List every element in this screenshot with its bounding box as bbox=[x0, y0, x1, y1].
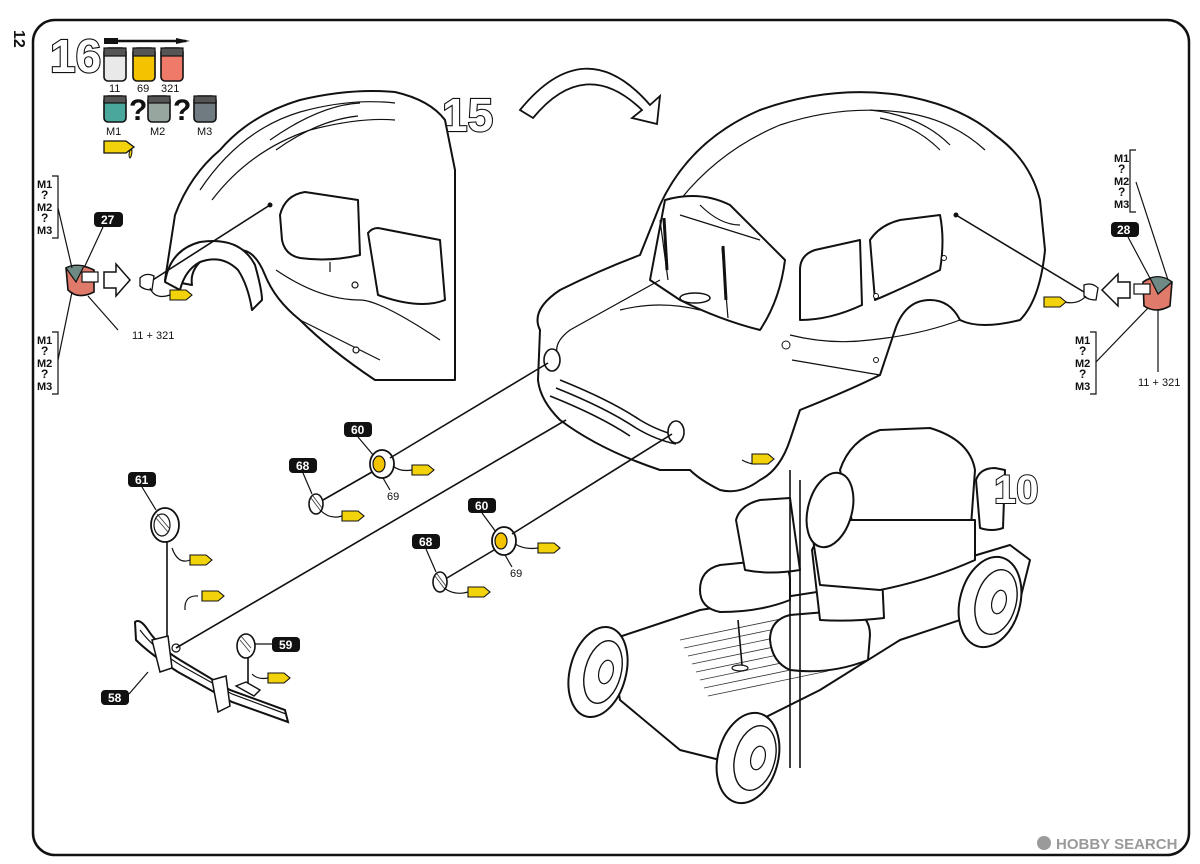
lamp-color-left: 11 + 321 bbox=[132, 330, 174, 342]
svg-text:58: 58 bbox=[108, 691, 122, 705]
callout-ll-4: M3 bbox=[37, 381, 52, 393]
front-side-window bbox=[367, 227, 446, 305]
wheel-rear-left bbox=[805, 471, 855, 549]
callout-ll-1: ? bbox=[41, 344, 48, 358]
rotate-arrow-icon bbox=[518, 67, 662, 126]
paint-pot-m2 bbox=[147, 95, 171, 123]
rim-color-upper: 69 bbox=[387, 491, 399, 503]
paint-pot-321 bbox=[160, 47, 184, 82]
car-body-front-view bbox=[536, 91, 1046, 493]
headlight-socket-left bbox=[543, 348, 561, 372]
callout-ll-0: M1 bbox=[37, 335, 52, 347]
paint-code-m1: M1 bbox=[106, 126, 121, 138]
callout-rl-3: ? bbox=[1079, 367, 1086, 381]
svg-text:27: 27 bbox=[101, 213, 115, 227]
callout-ru-1: ? bbox=[1118, 162, 1125, 176]
insert-arrow-left-icon bbox=[103, 262, 131, 298]
callout-ru-2: M2 bbox=[1114, 176, 1129, 188]
tail-lamp-28 bbox=[1133, 276, 1173, 311]
part-60-upper-badge: 60 bbox=[344, 422, 372, 437]
paint-code-11: 11 bbox=[109, 83, 120, 95]
callout-rl-4: M3 bbox=[1075, 381, 1090, 393]
part-68-lower-badge: 68 bbox=[412, 534, 440, 549]
callout-lu-3: ? bbox=[41, 211, 48, 225]
step-ref-10: 10 bbox=[994, 468, 1039, 512]
wheel-front-right bbox=[715, 711, 781, 805]
callout-ru-3: ? bbox=[1118, 185, 1125, 199]
paint-pot-69 bbox=[132, 47, 156, 82]
svg-text:28: 28 bbox=[1117, 223, 1131, 237]
part-60-lower-badge: 60 bbox=[468, 498, 496, 513]
callout-ru-0: M1 bbox=[1114, 153, 1129, 165]
part-68-upper-badge: 68 bbox=[289, 458, 317, 473]
callout-lu-0: M1 bbox=[37, 179, 52, 191]
glue-tube-icon bbox=[103, 140, 136, 159]
callout-rl-1: ? bbox=[1079, 344, 1086, 358]
step-number: 16 bbox=[50, 30, 101, 82]
page-frame bbox=[31, 18, 1191, 857]
part-61-badge: 61 bbox=[128, 472, 156, 487]
callout-lu-2: M2 bbox=[37, 202, 52, 214]
watermark: HOBBY SEARCH bbox=[1037, 836, 1177, 853]
leader-lamp-left bbox=[147, 204, 271, 284]
car-body-rear-view bbox=[164, 90, 456, 381]
glue-body bbox=[751, 453, 775, 465]
paint-code-m3: M3 bbox=[197, 126, 212, 138]
page-number: 12 bbox=[10, 30, 27, 48]
svg-text:HOBBY SEARCH: HOBBY SEARCH bbox=[1056, 836, 1177, 853]
rear-side-window bbox=[279, 191, 361, 261]
callout-rl-0: M1 bbox=[1075, 335, 1090, 347]
spotlight-59 bbox=[236, 633, 256, 690]
svg-text:60: 60 bbox=[475, 499, 489, 513]
step-ref-15: 15 bbox=[442, 89, 493, 141]
tail-lamp-27 bbox=[65, 264, 99, 297]
svg-text:59: 59 bbox=[279, 638, 293, 652]
paint-pot-m3 bbox=[193, 95, 217, 123]
or-mark-2: ? bbox=[173, 94, 191, 127]
brush-icon bbox=[104, 38, 190, 44]
front-bumper-58 bbox=[133, 620, 290, 724]
svg-text:68: 68 bbox=[296, 459, 310, 473]
callout-lu-4: M3 bbox=[37, 225, 52, 237]
headlight-rim-60-upper bbox=[369, 449, 395, 479]
svg-text:61: 61 bbox=[135, 473, 149, 487]
headlight-rim-60-lower bbox=[491, 526, 517, 556]
lamp-mount-left bbox=[139, 273, 155, 291]
or-mark-1: ? bbox=[129, 94, 147, 127]
callout-ll-3: ? bbox=[41, 367, 48, 381]
callout-lu-1: ? bbox=[41, 188, 48, 202]
svg-text:68: 68 bbox=[419, 535, 433, 549]
rear-door-window bbox=[869, 214, 944, 301]
paint-code-321: 321 bbox=[161, 83, 179, 95]
callout-ll-2: M2 bbox=[37, 358, 52, 370]
part-28-badge: 28 bbox=[1111, 222, 1139, 237]
spotlight-61 bbox=[150, 507, 180, 640]
part-58-badge: 58 bbox=[101, 690, 129, 705]
paint-pot-11 bbox=[103, 47, 127, 82]
callout-ru-4: M3 bbox=[1114, 199, 1129, 211]
paint-code-69: 69 bbox=[137, 83, 149, 95]
wheel-rear-right bbox=[957, 555, 1023, 649]
part-27-badge: 27 bbox=[94, 212, 123, 227]
callout-rl-2: M2 bbox=[1075, 358, 1090, 370]
lamp-color-right: 11 + 321 bbox=[1138, 377, 1180, 389]
insert-arrow-right-icon bbox=[1100, 272, 1131, 308]
front-door-window bbox=[799, 239, 863, 321]
paint-pot-m1 bbox=[103, 95, 127, 123]
part-59-badge: 59 bbox=[272, 637, 300, 652]
wheel-front-left bbox=[567, 625, 629, 719]
chassis bbox=[567, 427, 1031, 805]
svg-text:60: 60 bbox=[351, 423, 365, 437]
paint-code-m2: M2 bbox=[150, 126, 165, 138]
rim-color-lower: 69 bbox=[510, 568, 522, 580]
headlight-socket-right bbox=[667, 420, 685, 444]
